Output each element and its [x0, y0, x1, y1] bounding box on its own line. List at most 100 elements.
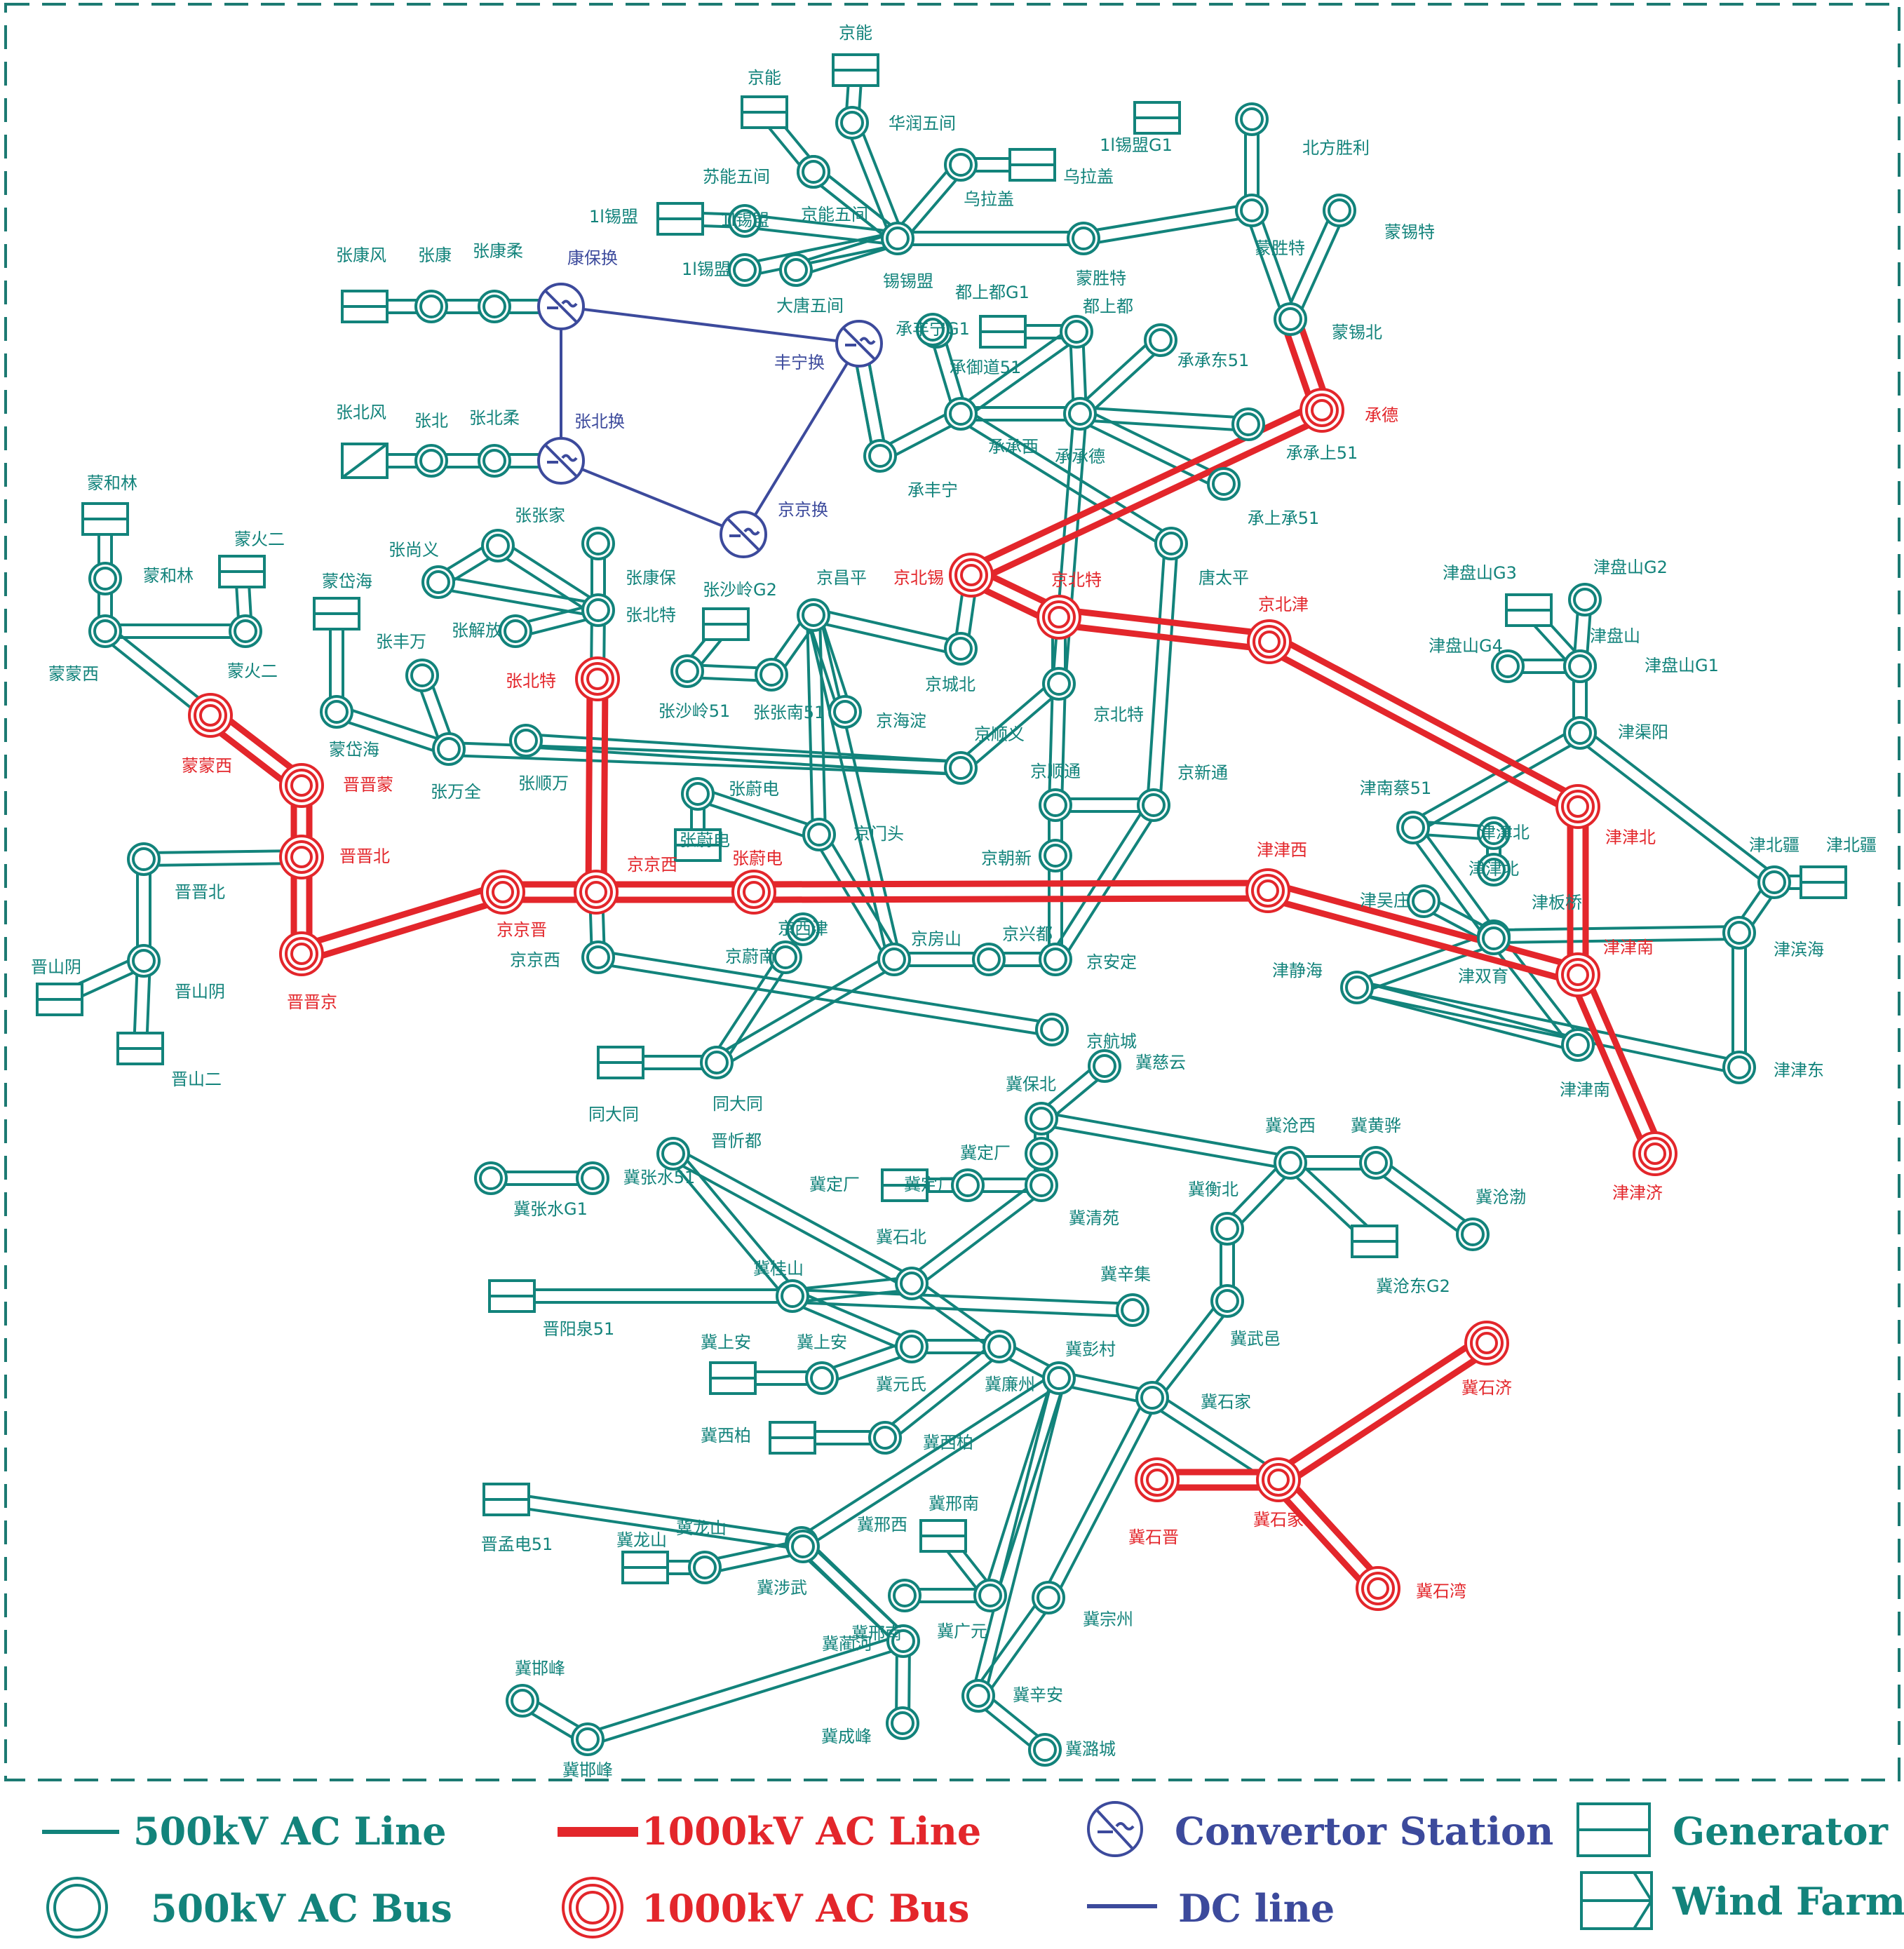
node-mhe2 [229, 614, 262, 648]
ac500-line [994, 1378, 1067, 1599]
label-xm1G: 1l锡盟 [589, 207, 638, 227]
label-jhc: 京航城 [1086, 1032, 1137, 1051]
ac500-line [1048, 682, 1055, 807]
ac1000-line [964, 400, 1322, 572]
ac500-line [823, 830, 901, 958]
node-jingnengwu [797, 155, 830, 189]
ac500-line [856, 119, 905, 238]
ac500-line [1353, 931, 1493, 983]
node-zb [414, 444, 448, 478]
ac500-line [1370, 1166, 1471, 1241]
ac500-line [712, 952, 893, 1059]
node-tbjG [1800, 865, 1847, 899]
ac500-line [504, 1504, 802, 1551]
label-jjb1000: 晋晋北 [339, 847, 390, 866]
label-jcp: 京昌平 [816, 568, 867, 588]
label-jzsG1: 冀张水G1 [513, 1199, 588, 1219]
label-tbjG: 津北疆 [1826, 835, 1877, 855]
ac500-line [793, 1288, 916, 1342]
node-zzn51 [755, 658, 788, 692]
label-zzj: 张张家 [515, 506, 565, 525]
ac500-line [1492, 937, 1741, 944]
node-zbt [581, 593, 615, 627]
label-jxnG: 冀邢南 [929, 1494, 979, 1513]
nodes-layer [36, 53, 1847, 1767]
node-tpsG2 [1568, 583, 1602, 616]
label-mhlG: 蒙和林 [87, 473, 137, 493]
node-jhd [828, 695, 862, 729]
label-jxd2: 晋忻都 [711, 1131, 762, 1151]
node-jzz [1032, 1581, 1065, 1614]
label-jgy: 冀广元 [937, 1621, 987, 1641]
label-cfn: 承丰宁 [907, 480, 958, 500]
label-zydG: 张蔚电 [680, 830, 730, 850]
ac1000-line [585, 675, 593, 896]
label-jsw: 冀石湾 [1416, 1582, 1466, 1601]
label-jcb: 京城北 [925, 675, 975, 694]
ac500-line [584, 1633, 903, 1735]
ac1000-line [600, 675, 609, 896]
ac1000-line [1269, 1481, 1376, 1597]
node-zzj [481, 529, 515, 562]
node-zsw [509, 724, 543, 757]
ac500-line [822, 1351, 915, 1386]
ac500-line [818, 612, 902, 959]
ac500-line [963, 687, 1065, 774]
ac500-line [744, 213, 900, 234]
node-huarun [835, 106, 869, 140]
label-jjp: 京京晋 [497, 920, 547, 940]
node-jdcG [881, 1168, 929, 1202]
ac500-line [983, 1378, 1067, 1699]
node-jlz [983, 1330, 1016, 1363]
node-jjp [480, 870, 525, 915]
label-fnh: 丰宁换 [774, 353, 825, 372]
node-zydG [674, 828, 722, 862]
ac500-line [971, 1375, 1055, 1696]
node-zjf [499, 614, 532, 648]
ac500-line [1354, 992, 1740, 1075]
label-xm1: 1l锡盟 [720, 210, 769, 230]
label-beifang: 北方胜利 [1302, 138, 1370, 158]
label-jsaG: 冀上安 [701, 1333, 751, 1352]
node-jlsG [621, 1551, 669, 1584]
node-tpsG3 [1505, 593, 1553, 627]
label-zwq: 张万全 [431, 782, 481, 802]
node-tjb [1477, 816, 1511, 850]
node-tangtp [1154, 527, 1188, 560]
label-zslG2G: 张沙岭G2 [703, 580, 777, 600]
label-csc51a: 承上承51 [1248, 508, 1320, 528]
legend-generator-icon [1576, 1802, 1651, 1857]
node-zbt1000 [575, 656, 620, 701]
node-jgs [776, 1279, 809, 1313]
node-jwy [1210, 1284, 1244, 1318]
node-zbfW [341, 443, 389, 479]
ac1000-line [1055, 621, 1272, 653]
ac500-line [1083, 343, 1167, 420]
ac500-line [803, 1382, 1064, 1550]
label-mengsheng: 蒙胜特 [1076, 269, 1126, 288]
label-jsjin: 冀石晋 [1128, 1527, 1179, 1547]
node-zsl51 [670, 654, 704, 688]
ac500-line [676, 1148, 799, 1294]
ac500-line [1063, 412, 1088, 686]
node-xixi [881, 222, 914, 255]
node-tjx [1245, 868, 1290, 913]
node-zyd [681, 777, 715, 811]
label-jyqG: 晋阳泉51 [543, 1319, 615, 1339]
label-zkb: 张康保 [626, 568, 676, 588]
label-jpc: 冀彭村 [1065, 1340, 1116, 1359]
label-mengsheng2: 蒙胜特 [1255, 238, 1305, 258]
node-jmdG [482, 1483, 530, 1516]
ac500-line [788, 1300, 911, 1354]
ac500-line [107, 624, 216, 712]
ac500-line [891, 159, 958, 236]
label-jcf: 冀成峰 [821, 1727, 872, 1746]
node-mdh [320, 695, 353, 729]
label-tddG: 同大同 [588, 1105, 639, 1124]
ac500-line [1582, 726, 1780, 879]
ac1000-line [1262, 645, 1578, 817]
node-jzs [576, 1161, 609, 1195]
legend-ac1000-bus: 1000kV AC Bus [642, 1886, 969, 1931]
ac500-line [1492, 925, 1741, 932]
